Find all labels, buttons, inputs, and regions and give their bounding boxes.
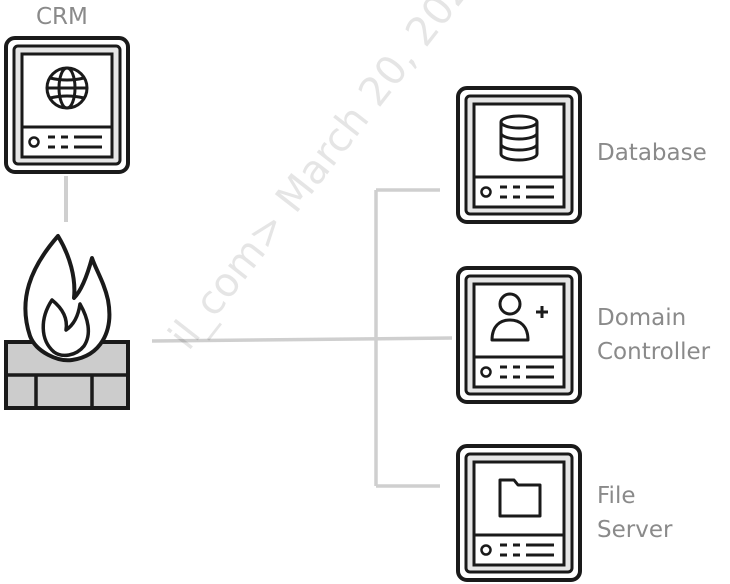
firewall-icon — [4, 234, 130, 410]
file-server-label: File Server — [597, 479, 672, 547]
database-server — [456, 86, 582, 224]
file-server-label-line1: File — [597, 483, 636, 509]
firewall-network-link — [151, 336, 453, 343]
connector-lines — [64, 176, 453, 488]
globe-icon — [45, 66, 89, 110]
database-label-text: Database — [597, 140, 707, 166]
domain-controller-label: Domain Controller — [597, 301, 710, 369]
folder-icon — [498, 478, 542, 518]
crm-server — [4, 36, 130, 174]
add-user-icon — [490, 292, 548, 342]
file-server — [456, 444, 582, 582]
firewall — [4, 234, 130, 410]
domain-controller-label-line2: Controller — [597, 339, 711, 365]
domain-controller-server — [456, 266, 582, 404]
crm-label-text: CRM — [36, 4, 88, 30]
database-icon — [499, 114, 539, 162]
crm-label: CRM — [36, 0, 88, 34]
file-server-label-line2: Server — [597, 517, 673, 543]
database-label: Database — [597, 136, 707, 170]
domain-controller-label-line1: Domain — [597, 305, 687, 331]
